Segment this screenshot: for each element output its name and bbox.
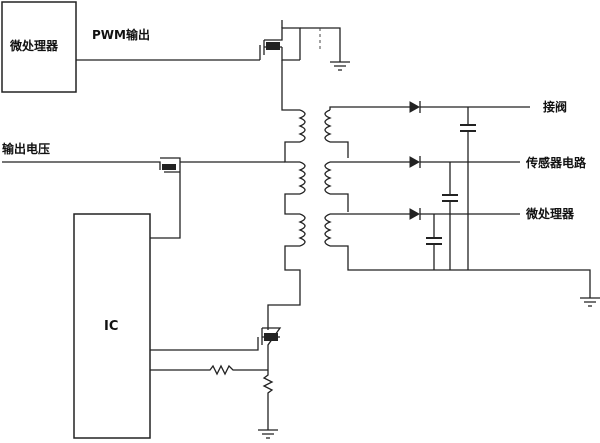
diode-1: [409, 101, 530, 113]
diode-3: [409, 208, 520, 220]
output-label-mcu: 微处理器: [525, 206, 575, 221]
top-mosfet-symbol: [259, 20, 341, 62]
pwm-output-label: PWM输出: [92, 27, 150, 42]
input-mosfet-symbol: [2, 157, 285, 239]
capacitor-3: [426, 214, 442, 270]
bottom-mosfet-symbol: [150, 304, 282, 360]
output-label-valve: 接阀: [543, 99, 567, 114]
mcu-block: 微处理器: [1, 1, 77, 93]
resistor-horizontal: [150, 364, 268, 376]
ic-block: IC: [73, 213, 151, 439]
ground-symbol-bottom: [258, 429, 278, 439]
ic-label: IC: [104, 319, 118, 334]
ground-symbol-right: [580, 297, 600, 307]
output-label-sensor-circuit: 传感器电路: [525, 155, 587, 170]
output-voltage-label: 输出电压: [2, 141, 50, 156]
capacitor-1: [460, 107, 476, 270]
ground-symbol-top: [330, 61, 350, 71]
transformer-primary: [282, 109, 306, 306]
diode-2: [409, 156, 520, 168]
capacitor-2: [442, 162, 458, 270]
transformer-secondary: [324, 106, 591, 298]
mcu-box-label: 微处理器: [9, 38, 59, 53]
resistor-vertical: [262, 360, 274, 430]
